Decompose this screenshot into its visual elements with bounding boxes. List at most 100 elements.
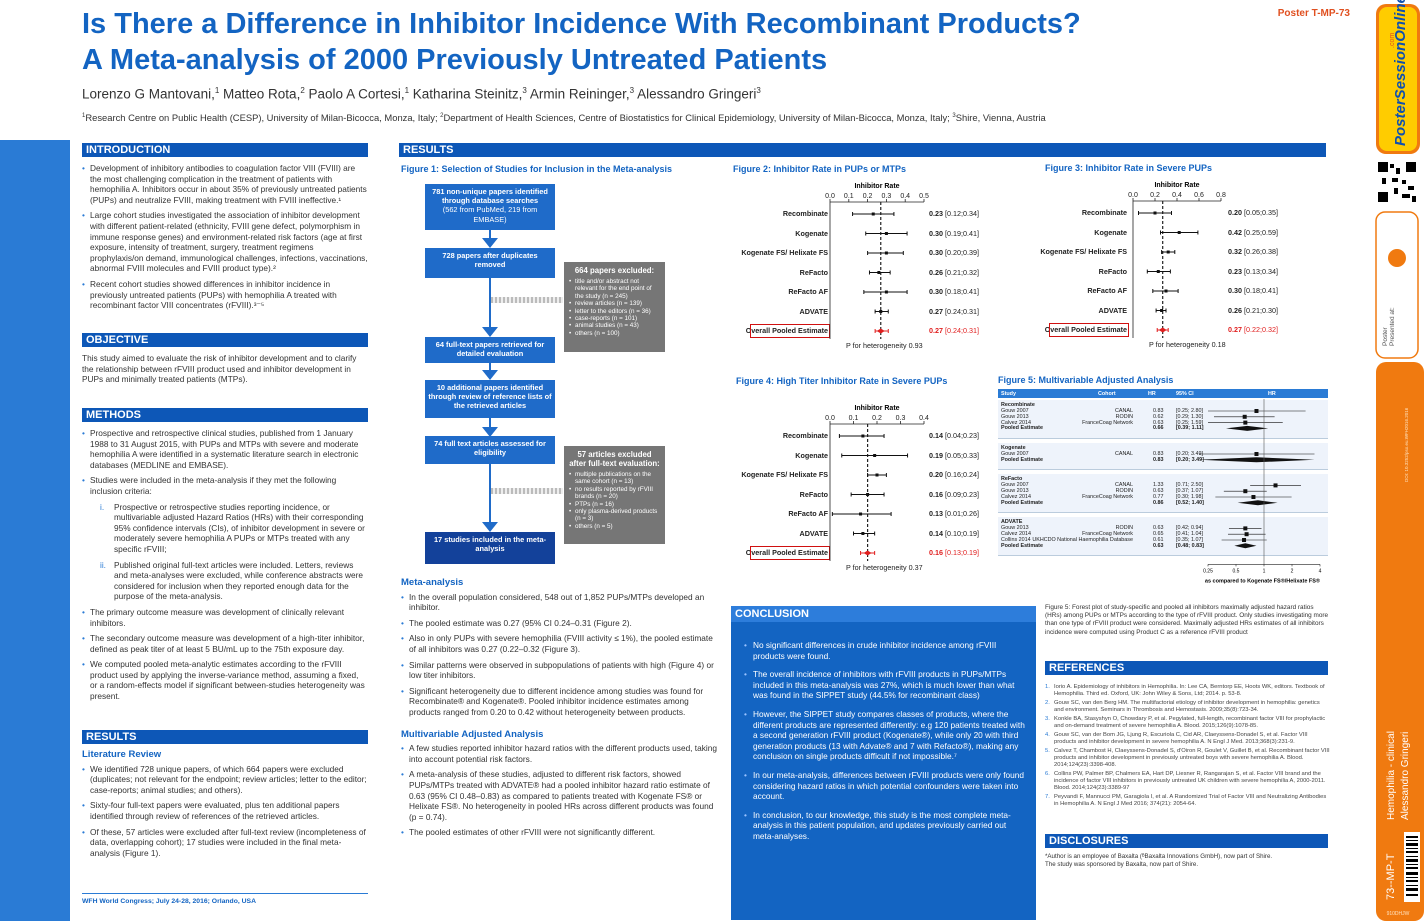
forest-tick-label: 0.3 [896,415,906,422]
author-name: Matteo Rota, [219,86,301,102]
forest-tick-label: 0.0 [825,415,835,422]
fig5-study: Gouw 2013 [1001,488,1029,495]
author-name: Paolo A Cortesi, [304,86,405,102]
affil-sup: 1 [82,112,86,119]
fig5-cohort: UKHCDO National Haemophilia Database [1032,537,1133,543]
objective-text: This study aimed to evaluate the risk of… [82,353,357,385]
fig5-pooled-ci: [0.39; 1.11] [1176,425,1204,432]
fig5-study: Calvez 2014 [1001,419,1031,426]
fig5-hr: 0.63 [1153,488,1164,495]
author-list: Lorenzo G Mantovani,1 Matteo Rota,2 Paol… [82,86,1282,102]
heterogeneity-note: P for heterogeneity 0.37 [846,563,923,572]
mv-bullets: A few studies reported inhibitor hazard … [401,743,721,838]
exclusion-item: •others (n = 100) [569,329,620,337]
disclosure-line: *Author is an employee of Baxalta (ᴮBaxa… [1045,853,1273,860]
reference-number: 6. [1045,771,1050,777]
flow-line [489,464,491,522]
fig5-study: Collins 2014 [1001,537,1031,543]
forest-estimate: 0.23 [929,209,943,218]
fig5-point [1243,526,1248,531]
doi-text: DOI: 10.3252/pso.eu.WFH2016.2016 [1404,407,1409,482]
conclusion-bullet: In our meta-analysis, differences betwee… [744,770,1029,802]
exclusion-item: •review articles (n = 139) [569,300,643,308]
forest-point [884,251,888,255]
forest-category-label: ReFacto AF [788,287,828,296]
exclusion-item: •case-reports (n = 101) [569,315,638,323]
lit-review-bullets: We identified 728 unique papers, of whic… [82,764,368,859]
fig5-pooled-hr: 0.66 [1153,425,1164,432]
flow-line [489,230,491,242]
criteria-text: Prospective or retrospective studies rep… [114,501,365,554]
fig5-pooled-label: Pooled Estimate [1001,499,1043,506]
forest-tick-label: 0.6 [1194,192,1204,199]
intro-bullet: Development of inhibitory antibodies to … [82,163,368,205]
reference-number: 4. [1045,732,1050,738]
forest-tick-label: 0.5 [919,193,929,200]
fig5-study: Gouw 2007 [1001,408,1029,414]
meta-bullet: Similar patterns were observed in subpop… [401,660,721,681]
forest-estimate: 0.27 [929,326,943,335]
meta-bullet: Also in only PUPs with severe hemophilia… [401,633,721,654]
author-name: Katharina Steinitz, [409,86,523,102]
forest-ci: [0.24;0.31] [945,326,979,335]
exclusion-box-1-title: 664 papers excluded: [574,266,655,275]
forest-point [884,232,888,235]
fig5-ci: [0.25; 2.80] [1176,408,1203,414]
lit-review-bullet: Of these, 57 articles were excluded afte… [82,827,368,859]
fig3-title: Figure 3: Inhibitor Rate in Severe PUPs [1045,163,1213,173]
fig5-group-name: Recombinate [1001,402,1035,408]
forest-estimate: 0.23 [1228,266,1242,276]
methods-bullets-b: The primary outcome measure was developm… [82,607,368,702]
fig5-cohort: FranceCoag Network [1082,494,1133,500]
topic-text: Hemophilia - clinical [1386,731,1397,820]
poster-code2-text: 910DHJW [1387,911,1410,917]
forest-value: 0.26[0.21;0.30] [1228,306,1278,315]
forest-estimate: 0.27 [929,306,943,316]
exclusion-item: •title and/or abstract not relevant for … [569,278,652,300]
fig5-hr: 1.33 [1153,482,1164,489]
author-sup: 3 [629,86,635,95]
forest-estimate: 0.26 [1228,305,1242,315]
forest-point [1153,211,1157,215]
forest-category-label: ReFacto AF [1087,286,1127,295]
forest-value: 0.14[0.10;0.19] [929,529,979,538]
forest-estimate: 0.14 [929,528,943,538]
forest-ci: [0.01;0.26] [945,509,979,518]
forest-ci: [0.26;0.38] [1244,247,1278,256]
fig5-pooled-ci: [0.48; 0.83] [1176,542,1204,549]
reference-text: Iorio A. Epidemiology of inhibitors in H… [1054,684,1325,697]
forest-value: 0.14[0.04;0.23] [929,431,979,440]
fig5-point [1254,409,1259,413]
fig5-pooled-label: Pooled Estimate [1001,425,1043,432]
mv-bullet: A few studies reported inhibitor hazard … [401,743,721,764]
forest-category-label: Kogenate [795,450,828,460]
qr-code-icon[interactable] [1376,160,1418,204]
presented-at-tab[interactable] [1375,211,1419,359]
fig5-ci: [0.41; 1.04] [1176,531,1203,538]
affil-text: Department of Health Sciences, Centre of… [443,112,953,123]
fig5-hr: 0.77 [1153,494,1164,500]
left-column: INTRODUCTION Development of inhibitory a… [82,143,368,316]
forest-ci: [0.21;0.32] [945,267,979,277]
forest-estimate: 0.14 [929,431,943,440]
forest-pooled-diamond [1158,327,1167,333]
poster-id: Poster T-MP-73 [1277,8,1350,19]
forest-point [1164,289,1168,293]
forest-estimate: 0.30 [929,228,943,238]
forest-tick-label: 0.0 [1128,192,1138,199]
congress-logo-icon [1388,249,1406,267]
fig5-cohort: FranceCoag Network [1082,419,1133,426]
presented-at-label: Presented at: [1389,307,1396,346]
exclusion-box-2-title: 57 articles excluded after full-text eva… [569,450,660,468]
forest-estimate: 0.20 [929,470,943,479]
fig5-ci: [0.29; 1.30] [1176,413,1203,420]
fig5-pooled-diamond [1237,500,1278,506]
fig5-study: Gouw 2013 [1001,413,1029,420]
fig5-tick-label: 0.25 [1203,568,1213,574]
exclusion-arrow [491,488,563,494]
forest-value: 0.27[0.24;0.31] [929,326,979,335]
poster-label: Poster [1382,326,1389,346]
forest-estimate: 0.42 [1228,227,1242,237]
